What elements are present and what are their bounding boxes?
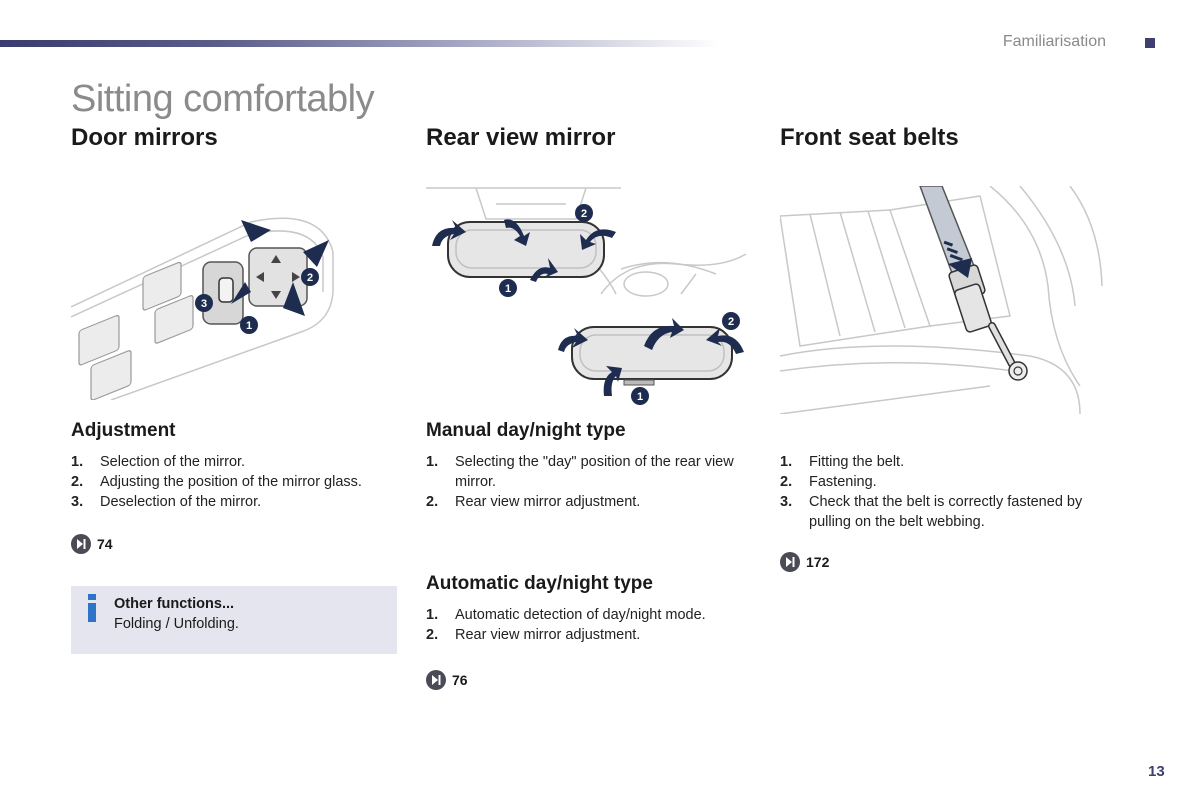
list-item: 2.Fastening.	[780, 474, 877, 490]
seat-belt-illustration	[780, 186, 1103, 414]
callout-1: 1	[505, 283, 511, 295]
callout-1: 1	[637, 391, 643, 403]
front-seat-belts-heading-wrap: Front seat belts	[780, 124, 1110, 152]
callout-2: 2	[581, 208, 587, 220]
page-title: Sitting comfortably	[71, 78, 375, 120]
info-box: Other functions... Folding / Unfolding.	[71, 586, 397, 654]
page-reference-icon	[71, 534, 91, 554]
callout-2: 2	[307, 272, 313, 284]
page-reference-172[interactable]: 172	[780, 552, 829, 572]
info-icon	[88, 594, 96, 622]
front-seat-belts-heading: Front seat belts	[780, 124, 959, 151]
list-item: 2.Rear view mirror adjustment.	[426, 627, 641, 643]
manual-day-night-heading: Manual day/night type	[426, 420, 626, 441]
list-item: 3.Check that the belt is correctly faste…	[780, 494, 1083, 530]
rear-view-mirror-heading: Rear view mirror	[426, 124, 616, 151]
info-text: Folding / Unfolding.	[114, 616, 239, 632]
page-number: 13	[1148, 763, 1165, 780]
automatic-day-night-steps: 1.Automatic detection of day/night mode.…	[426, 605, 756, 645]
callout-2: 2	[728, 316, 734, 328]
list-item: 2.Adjusting the position of the mirror g…	[71, 474, 362, 490]
list-item: 1.Fitting the belt.	[780, 454, 905, 470]
page-reference-74[interactable]: 74	[71, 534, 113, 554]
rear-view-mirror-heading-wrap: Rear view mirror	[426, 124, 756, 152]
section-label: Familiarisation	[1002, 33, 1106, 50]
rear-view-mirror-illustration: 1 2 1 2	[426, 187, 747, 405]
door-mirrors-heading-wrap: Door mirrors	[71, 124, 401, 152]
list-item: 3.Deselection of the mirror.	[71, 494, 262, 510]
door-mirror-control-illustration: 1 2 3	[71, 217, 334, 400]
page-reference-number: 76	[452, 672, 468, 688]
callout-3: 3	[201, 298, 207, 310]
adjustment-steps: 1.Selection of the mirror. 2.Adjusting t…	[71, 452, 401, 512]
page-reference-icon	[426, 670, 446, 690]
page-reference-number: 172	[806, 554, 830, 570]
header-gradient-bar	[0, 40, 720, 47]
adjustment-heading: Adjustment	[71, 420, 176, 441]
page-reference-76[interactable]: 76	[426, 670, 468, 690]
section-marker	[1145, 38, 1155, 48]
door-mirrors-heading: Door mirrors	[71, 124, 218, 151]
seat-belt-steps: 1.Fitting the belt. 2.Fastening. 3.Check…	[780, 452, 1110, 532]
manual-day-night-steps: 1.Selecting the "day" position of the re…	[426, 452, 756, 512]
list-item: 2.Rear view mirror adjustment.	[426, 494, 641, 510]
list-item: 1.Automatic detection of day/night mode.	[426, 607, 706, 623]
page-reference-number: 74	[97, 536, 113, 552]
automatic-day-night-heading: Automatic day/night type	[426, 573, 653, 594]
page-reference-icon	[780, 552, 800, 572]
callout-1: 1	[246, 320, 252, 332]
list-item: 1.Selection of the mirror.	[71, 454, 246, 470]
info-title: Other functions...	[114, 596, 235, 612]
list-item: 1.Selecting the "day" position of the re…	[426, 454, 734, 490]
